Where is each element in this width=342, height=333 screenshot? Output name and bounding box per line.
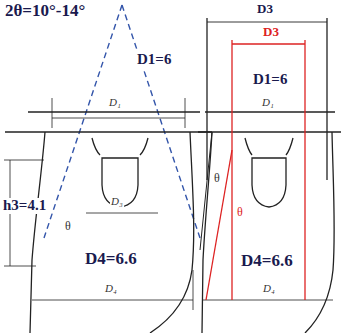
dimension-symbol: D₄ [104,283,118,295]
dimension-label: D4=6.6 [240,252,294,270]
dimension-symbol: D₃ [110,196,124,208]
dimension-label: D3 [256,2,274,16]
dimension-symbol: D₄ [262,283,276,295]
dimension-label: h3=4.1 [2,198,47,214]
dimension-symbol: D₁ [108,97,122,109]
angle-symbol: θ [64,220,72,233]
angle-label: 2θ=10°-14° [4,2,86,20]
dimension-symbol: D₁ [261,97,275,109]
dimension-label: D4=6.6 [84,250,138,268]
dimension-label: D1=6 [252,72,288,88]
angle-symbol: θ [236,206,244,219]
dimension-label: D1=6 [136,52,172,68]
dimension-label: D3 [262,25,280,39]
angle-symbol: θ [213,172,221,185]
